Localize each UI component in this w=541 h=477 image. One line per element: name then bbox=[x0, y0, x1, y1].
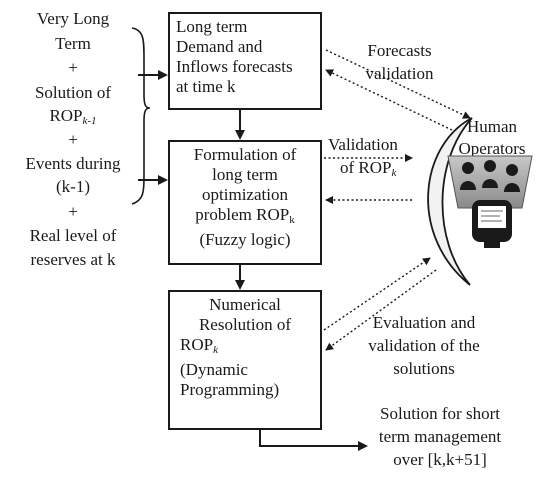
label-validation: Validation bbox=[328, 135, 398, 154]
plus-sign: + bbox=[68, 130, 78, 149]
box-formulation: Formulation of long term optimization pr… bbox=[168, 140, 322, 265]
arrow-operators-to-box3 bbox=[325, 269, 437, 351]
operators-crescent bbox=[427, 117, 473, 286]
input-real-level: Real level of bbox=[29, 226, 117, 245]
input-rop-k-1: ROPk-1 bbox=[49, 106, 97, 127]
arrow-box3-to-operators bbox=[323, 257, 431, 331]
label-forecasts-validation: validation bbox=[365, 64, 434, 83]
input-solution-of: Solution of bbox=[34, 83, 112, 102]
box3-line: Numerical bbox=[209, 295, 281, 314]
box2-line: optimization bbox=[202, 185, 288, 204]
box2-line: problem ROPk bbox=[195, 205, 295, 226]
box3-line: Resolution of bbox=[198, 315, 292, 334]
label-solutions: solutions bbox=[393, 359, 455, 378]
box1-line: Inflows forecasts bbox=[176, 57, 293, 76]
label-evaluation-2: validation of the bbox=[368, 336, 480, 355]
input-events-during: Events during bbox=[25, 154, 121, 173]
box3-line: (Dynamic bbox=[180, 360, 248, 379]
box2-line: (Fuzzy logic) bbox=[199, 230, 291, 249]
box1-line: Demand and bbox=[176, 37, 263, 56]
arrow-solution-output bbox=[259, 430, 368, 451]
input-very-long: Very Long bbox=[36, 9, 110, 28]
box2-line: long term bbox=[212, 165, 278, 184]
box3-line: Programming) bbox=[180, 380, 280, 399]
box1-line: at time k bbox=[176, 77, 236, 96]
arrow-operators-to-box1 bbox=[325, 69, 453, 131]
input-brace bbox=[131, 27, 151, 205]
input-term: Term bbox=[55, 34, 91, 53]
label-term-management: term management bbox=[378, 427, 502, 446]
label-solution-short-term: Solution for short bbox=[380, 404, 500, 423]
box-long-term-forecasts: Long term Demand and Inflows forecasts a… bbox=[168, 12, 322, 110]
box-numerical-resolution: Numerical Resolution of ROPk (Dynamic Pr… bbox=[168, 290, 322, 430]
human-operators-icon bbox=[447, 155, 533, 248]
label-forecasts: Forecasts bbox=[367, 41, 432, 60]
operators-human: Human bbox=[466, 117, 518, 136]
box1-line: Long term bbox=[176, 17, 248, 36]
plus-sign: + bbox=[68, 58, 78, 77]
operators-label: Operators bbox=[458, 139, 526, 158]
label-over-k: over [k,k+51] bbox=[393, 450, 487, 469]
box2-line: Formulation of bbox=[193, 145, 297, 164]
box3-line: ROPk bbox=[180, 335, 218, 356]
label-of-rop-k: of ROPk bbox=[340, 158, 397, 179]
label-evaluation: Evaluation and bbox=[372, 313, 476, 332]
arrow-forecasts-to-operators bbox=[325, 49, 471, 119]
input-reserves-at-k: reserves at k bbox=[30, 250, 116, 269]
plus-sign: + bbox=[68, 202, 78, 221]
input-k-minus-1: (k-1) bbox=[56, 177, 90, 196]
